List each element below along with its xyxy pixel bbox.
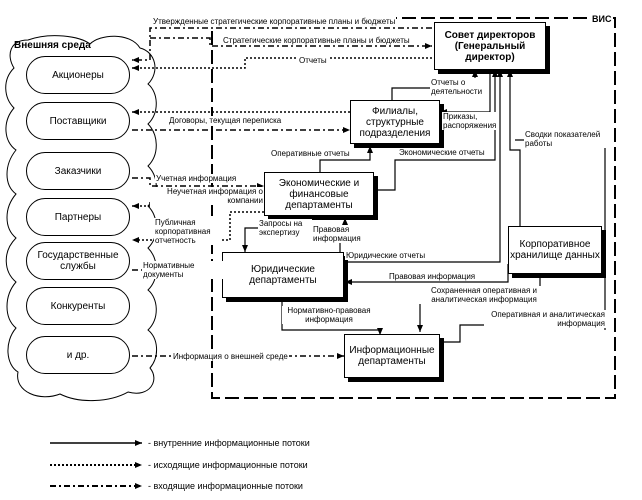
env-item-partners: Партнеры	[26, 198, 130, 236]
legend-solid: - внутренние информационные потоки	[148, 438, 310, 448]
flow-label-contracts: Договоры, текущая переписка	[168, 116, 283, 125]
flow-label-legal-info: Правовая информация	[312, 225, 368, 243]
environment-title: Внешняя среда	[14, 40, 91, 51]
flow-label-regulatory: Нормативные документы	[142, 261, 224, 279]
flow-label-legal-info2: Правовая информация	[388, 272, 477, 281]
info-box: Информационные департаменты	[344, 334, 440, 378]
env-item-customers: Заказчики	[26, 152, 130, 190]
env-item-others: и др.	[26, 336, 130, 374]
flow-label-saved-info: Сохраненная оперативная и аналитическая …	[418, 286, 550, 304]
board-box: Совет директоров (Генеральный директор)	[434, 22, 546, 70]
storage-box: Корпоративное хранилище данных	[508, 226, 602, 274]
legend-dotted: - исходящие информационные потоки	[148, 460, 308, 470]
env-item-suppliers: Поставщики	[26, 102, 130, 140]
env-item-government: Государственные службы	[26, 242, 130, 280]
flow-label-external: Информация о внешней среде	[172, 352, 289, 361]
flow-label-normative: Нормативно-правовая информация	[282, 306, 376, 324]
flow-label-expertise: Запросы на экспертизу	[258, 219, 312, 237]
env-item-shareholders: Акционеры	[26, 56, 130, 94]
flow-label-operational-info: Оперативная и аналитическая информация	[484, 310, 606, 328]
flow-label-approved-plans: Утвержденные стратегические корпоративны…	[152, 17, 397, 26]
flow-label-orders: Приказы, распоряжения	[442, 112, 497, 130]
flow-label-reports: Отчеты	[298, 56, 328, 65]
environment-cloud	[5, 35, 157, 402]
legal-box: Юридические департаменты	[222, 252, 344, 298]
legend-dashdot: - входящие информационные потоки	[148, 481, 303, 491]
flow-label-economic-reports: Экономические отчеты	[398, 148, 486, 157]
finance-box: Экономические и финансовые департаменты	[264, 172, 374, 216]
flow-label-public-reports: Публичная корпоративная отчетность	[154, 218, 222, 245]
flow-label-activity-reports: Отчеты о деятельности	[430, 78, 483, 96]
flow-label-kpi: Сводки показателей работы	[524, 130, 614, 148]
flow-label-strategic-plans: Стратегические корпоративные планы и бюд…	[222, 36, 411, 45]
flow-label-operational-reports: Оперативные отчеты	[270, 149, 351, 158]
env-item-competitors: Конкуренты	[26, 287, 130, 325]
branches-box: Филиалы, структурные подразделения	[350, 100, 440, 144]
flow-label-nonaccounting: Неучетная информация о компании	[150, 187, 264, 205]
flow-label-accounting: Учетная информация	[155, 174, 238, 183]
flow-label-legal-reports: Юридические отчеты	[345, 251, 427, 260]
vis-label: ВИС	[590, 14, 614, 24]
